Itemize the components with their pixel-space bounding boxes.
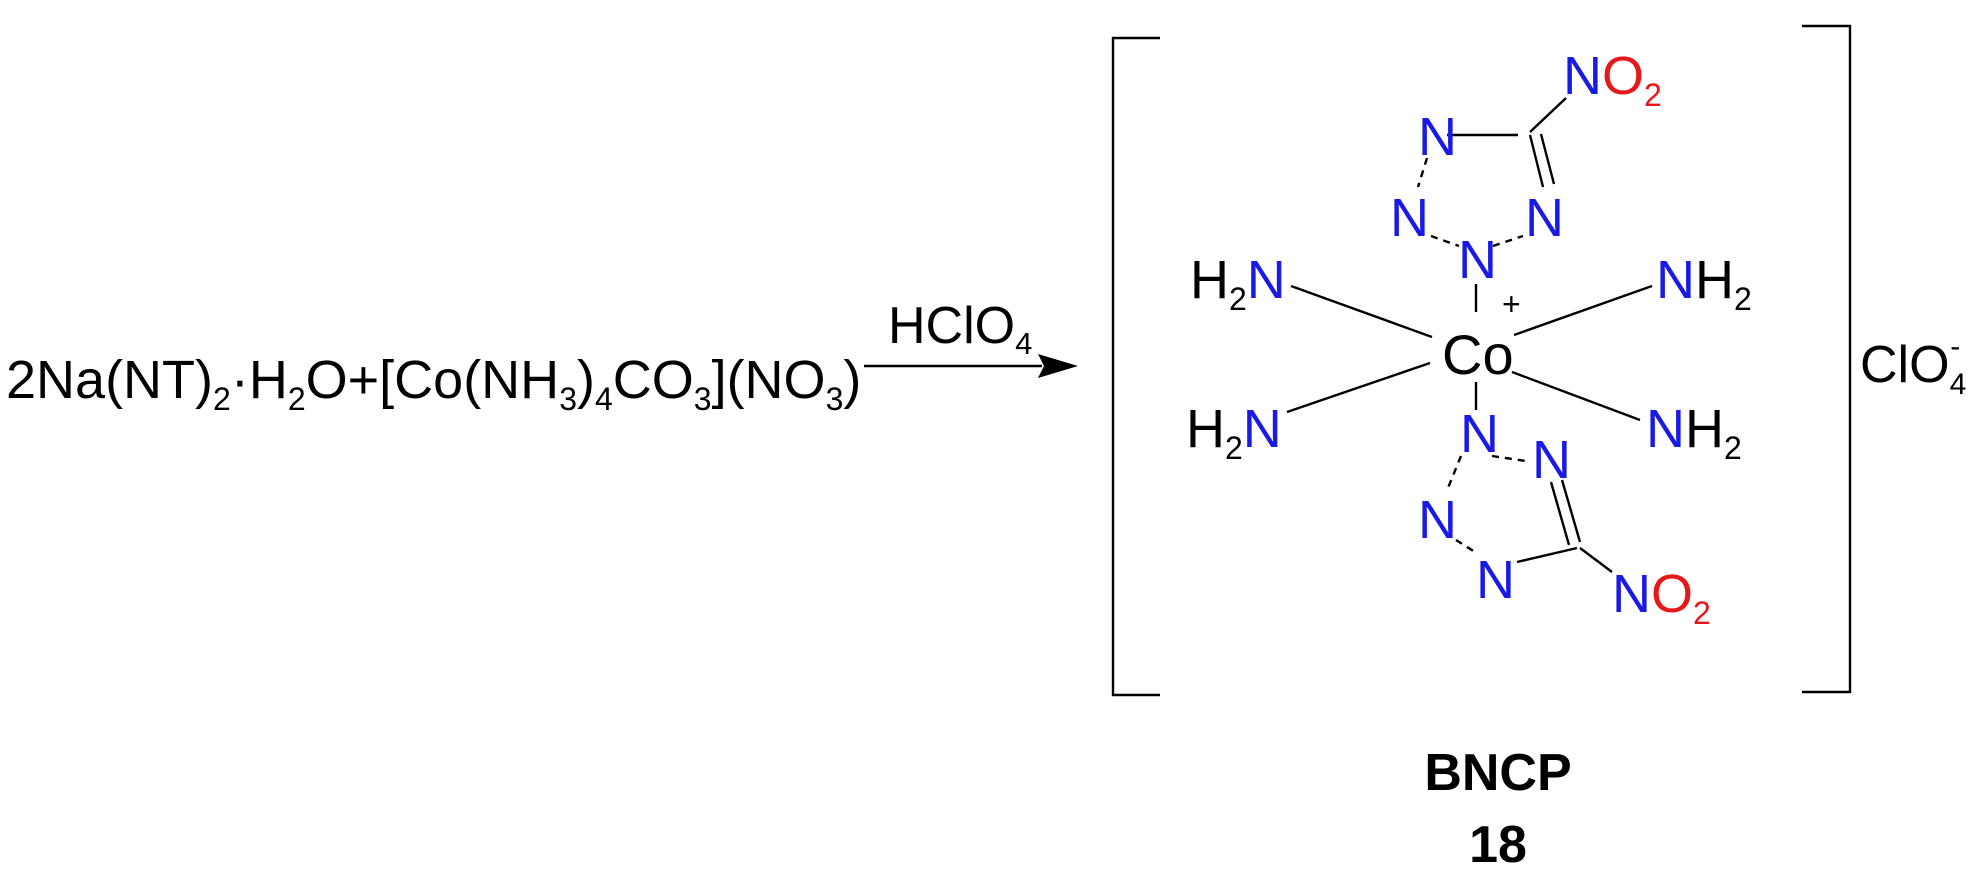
subscript: 4 xyxy=(1950,368,1967,401)
arrow-head xyxy=(1038,354,1078,378)
metal-atom: Co xyxy=(1442,323,1514,386)
subscript: 3 xyxy=(559,381,577,417)
ring-nitrogen: N xyxy=(1532,430,1571,490)
subscript: 2 xyxy=(288,381,306,417)
plus-sign: + xyxy=(348,350,380,410)
ring-nitrogen: N xyxy=(1390,188,1429,248)
compound-name: BNCP xyxy=(1424,744,1571,802)
complex-brackets xyxy=(1111,24,1852,697)
reactant-equation: 2Na(NT)2·H2O+[Co(NH3)4CO3](NO3) xyxy=(6,350,861,417)
coefficient: 2 xyxy=(6,350,36,410)
subscript: 4 xyxy=(595,381,613,417)
bond-ring-down-double xyxy=(1560,479,1582,543)
ring-nitrogen-coordinated: N xyxy=(1460,404,1499,464)
dashed-bond-ring-down xyxy=(1455,538,1476,554)
bond-ring-up xyxy=(1528,134,1545,188)
dashed-bond-ring-down xyxy=(1491,454,1527,463)
dashed-bond-ring-up xyxy=(1492,234,1524,248)
arrow-reagent-label: HClO4 xyxy=(888,297,1032,361)
left-bracket xyxy=(1111,36,1160,697)
bond-ring-down xyxy=(1549,481,1571,546)
compound-number: 18 xyxy=(1469,816,1527,874)
subscript: 3 xyxy=(826,381,844,417)
right-bracket xyxy=(1802,24,1852,694)
dashed-bond-ring-up xyxy=(1416,157,1429,188)
amine-upper-right: NH2 xyxy=(1656,250,1752,317)
reactants: 2Na(NT)2·H2O+[Co(NH3)4CO3](NO3) xyxy=(6,350,861,417)
counter-ion: ClO4- xyxy=(1860,330,1966,401)
reagent-cobalt-complex: [Co(NH xyxy=(379,350,559,410)
water-o: O xyxy=(306,350,348,410)
dashed-bond-ring-up xyxy=(1430,234,1460,248)
bond-ring-down xyxy=(1516,546,1578,564)
bond-c-nitro-up xyxy=(1529,97,1567,133)
ring-nitrogen: N xyxy=(1418,490,1457,550)
superscript-charge: - xyxy=(1950,330,1960,363)
reaction-arrow: HClO4 xyxy=(864,297,1078,378)
ring-nitrogen: N xyxy=(1418,107,1457,167)
bond-co-nh2-lower-right xyxy=(1511,370,1641,422)
amine-lower-left: H2N xyxy=(1186,399,1282,466)
nitro-group-lower: NO2 xyxy=(1612,564,1711,631)
product-complex: Co + H2N NH2 H2N NH2 N N N N NO2 N N N N… xyxy=(1186,46,1752,631)
reagent-sodium-nt: Na(NT) xyxy=(36,350,213,410)
subscript: 2 xyxy=(213,381,231,417)
ring-nitrogen: N xyxy=(1476,550,1515,610)
bond-ring-up-double xyxy=(1539,133,1556,185)
bond-co-nh2-lower-left xyxy=(1286,361,1431,414)
bond-co-nh2-upper-right xyxy=(1513,284,1653,337)
amine-lower-right: NH2 xyxy=(1646,399,1742,466)
bond-c-nitro-down xyxy=(1579,547,1613,573)
subscript: 4 xyxy=(1015,326,1032,361)
dashed-bond-ring-down xyxy=(1446,455,1463,489)
nitro-group-upper: NO2 xyxy=(1563,46,1662,113)
bond-co-nh2-upper-left xyxy=(1290,284,1433,339)
subscript: 3 xyxy=(694,381,712,417)
ring-nitrogen-coordinated: N xyxy=(1458,230,1497,290)
water-h: H xyxy=(249,350,288,410)
charge-plus: + xyxy=(1502,286,1521,322)
amine-upper-left: H2N xyxy=(1190,250,1286,317)
hydrate-dot: · xyxy=(231,350,249,410)
ring-nitrogen: N xyxy=(1525,188,1564,248)
compound-caption: BNCP 18 xyxy=(1424,744,1571,874)
